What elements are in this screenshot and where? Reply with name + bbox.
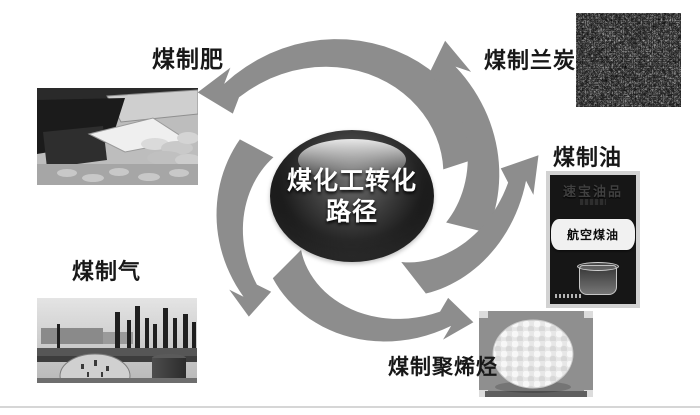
distant-buildings — [41, 328, 103, 344]
label-coal-to-polyolefin: 煤制聚烯烃 — [388, 355, 498, 379]
sphere-title: 煤化工转化 路径 — [287, 165, 417, 227]
oil-drum-label-band: 航空煤油 — [551, 219, 635, 250]
pellet-mound — [492, 319, 574, 389]
oil-drum-label: 航空煤油 — [566, 228, 619, 242]
label-coal-to-semicoke: 煤制兰炭 — [484, 49, 577, 74]
tray-corner-tabs — [479, 311, 593, 397]
swirl-arrow — [272, 249, 474, 342]
floor-sacks — [57, 168, 189, 182]
semicoke-coal-image — [576, 13, 681, 111]
swirl-arrow — [216, 139, 274, 317]
coal-texture-graphic — [576, 13, 681, 107]
sphere-title-line1: 煤化工转化 — [286, 166, 417, 195]
fertilizer-sacks — [141, 132, 201, 166]
storage-tank — [152, 358, 186, 380]
beaker-rim — [577, 262, 619, 271]
oil-photo-background: 速宝油品 航空煤油 — [550, 175, 636, 304]
tray-base — [485, 391, 587, 397]
plant-structures — [37, 348, 197, 358]
oil-brand-text: 速宝油品 — [562, 185, 623, 200]
center-sphere: 煤化工转化 路径 — [270, 130, 434, 262]
ground — [37, 378, 197, 383]
oil-footnote-mark — [555, 294, 582, 298]
oil-brand-subtext-mark — [580, 199, 606, 205]
beaker-glass — [577, 262, 619, 295]
polyolefin-pellets-image — [479, 311, 593, 401]
loader-machine — [43, 126, 107, 168]
fertilizer-plant-image — [37, 88, 201, 189]
fertilizer-plant-graphic — [37, 88, 201, 185]
label-coal-to-gas: 煤制气 — [72, 260, 142, 285]
gas-plant-graphic — [37, 298, 197, 399]
pellets-graphic — [479, 311, 593, 397]
label-coal-to-fertilizer: 煤制肥 — [152, 47, 224, 73]
gas-plant-image — [37, 298, 197, 399]
coal-oil-product-image: 速宝油品 航空煤油 — [546, 171, 640, 308]
bottom-divider — [0, 406, 700, 408]
sphere-title-line2: 路径 — [325, 197, 378, 226]
dome-spots — [81, 360, 109, 377]
label-coal-to-oil: 煤制油 — [553, 146, 623, 171]
chimney-stacks — [57, 306, 196, 353]
